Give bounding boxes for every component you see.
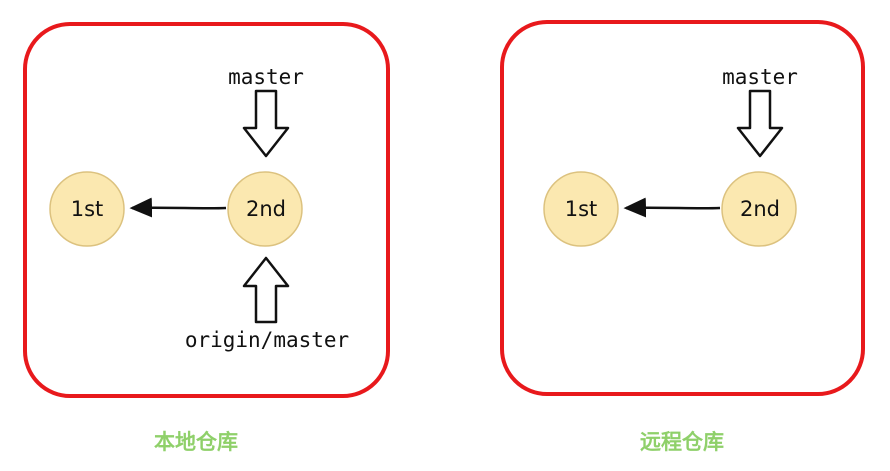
local-master-pointer-icon [242,89,290,158]
commit-label: 1st [71,197,104,221]
remote-repo-caption: 远程仓库 [640,430,724,454]
local-origin-master-pointer-icon [242,256,290,324]
commit-node [227,171,303,247]
commit-label: 2nd [740,197,780,221]
commit-label: 1st [565,197,598,221]
local-master-label: master [228,65,304,89]
remote-master-label: master [722,65,798,89]
remote-panel-border [500,20,865,396]
local-origin-master-label: origin/master [185,328,349,352]
remote-parent-arrow [623,197,721,218]
local-repo-panel: 1st 2nd master origin/master [23,22,390,398]
remote-commit-1st: 1st [543,171,619,247]
local-commit-2nd: 2nd [227,171,303,247]
local-parent-arrow [129,197,227,218]
local-commit-1st: 1st [49,171,125,247]
commit-label: 2nd [246,197,286,221]
commit-node [721,171,797,247]
commit-node [49,171,125,247]
commit-node [543,171,619,247]
remote-commit-2nd: 2nd [721,171,797,247]
remote-master-pointer-icon [736,89,784,158]
local-panel-border [23,22,390,398]
remote-repo-panel: 1st 2nd master [500,20,865,396]
local-repo-caption: 本地仓库 [154,430,238,454]
